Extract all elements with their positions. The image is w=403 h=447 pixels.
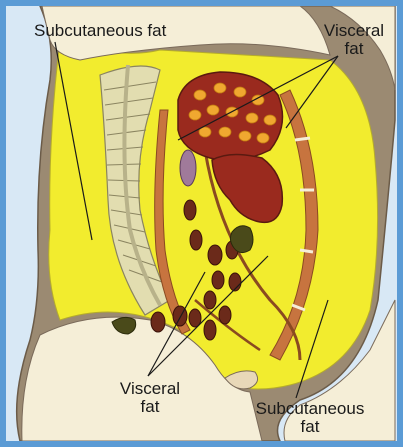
label-text: Visceral xyxy=(110,380,190,398)
abdomen-cross-section-diagram xyxy=(6,6,397,441)
label-text: fat xyxy=(250,418,370,436)
label-text: Visceral xyxy=(322,22,386,40)
olive-organ xyxy=(230,226,253,253)
label-text: fat xyxy=(322,40,386,58)
label-subcutaneous-fat-top: Subcutaneous fat xyxy=(34,22,166,40)
small-purple-organ xyxy=(180,150,196,186)
label-text: Subcutaneous xyxy=(250,400,370,418)
label-subcutaneous-fat-bottom: Subcutaneous fat xyxy=(250,400,370,436)
label-text: Subcutaneous fat xyxy=(34,22,166,40)
label-text: fat xyxy=(110,398,190,416)
label-visceral-fat-bottom: Visceral fat xyxy=(110,380,190,416)
label-visceral-fat-top: Visceral fat xyxy=(322,22,386,58)
